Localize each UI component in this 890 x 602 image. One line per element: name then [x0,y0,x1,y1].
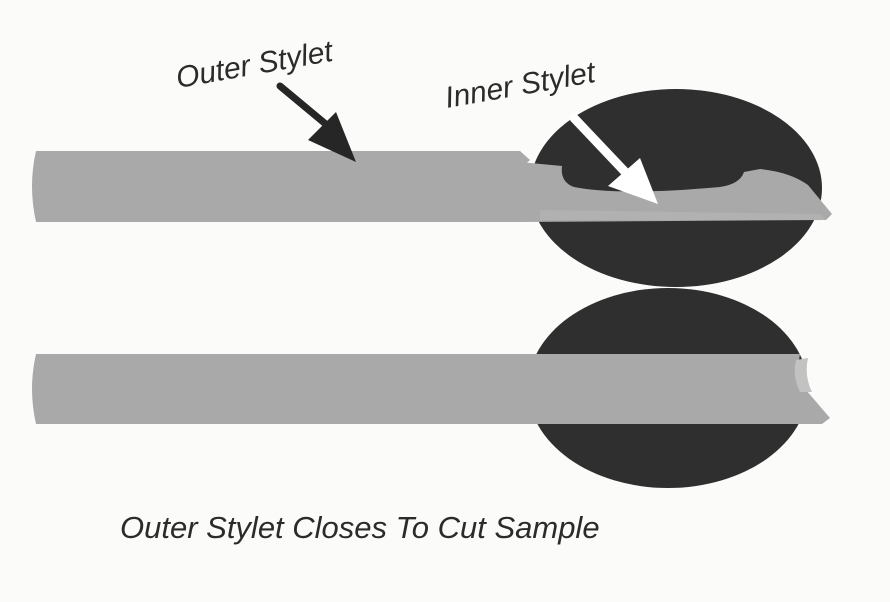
tissue-sample-top [530,89,822,287]
inner-stylet-top [520,162,832,222]
inner-stylet-highlight [540,210,826,220]
closed-stylet-tip-highlight [794,358,812,392]
closed-stylet-bottom [32,354,830,424]
outer-stylet-top [32,151,530,222]
inner-stylet-arrow [569,113,658,204]
outer-stylet-arrow [276,82,356,162]
bottom-panel [32,288,830,488]
diagram-caption: Outer Stylet Closes To Cut Sample [120,510,600,545]
